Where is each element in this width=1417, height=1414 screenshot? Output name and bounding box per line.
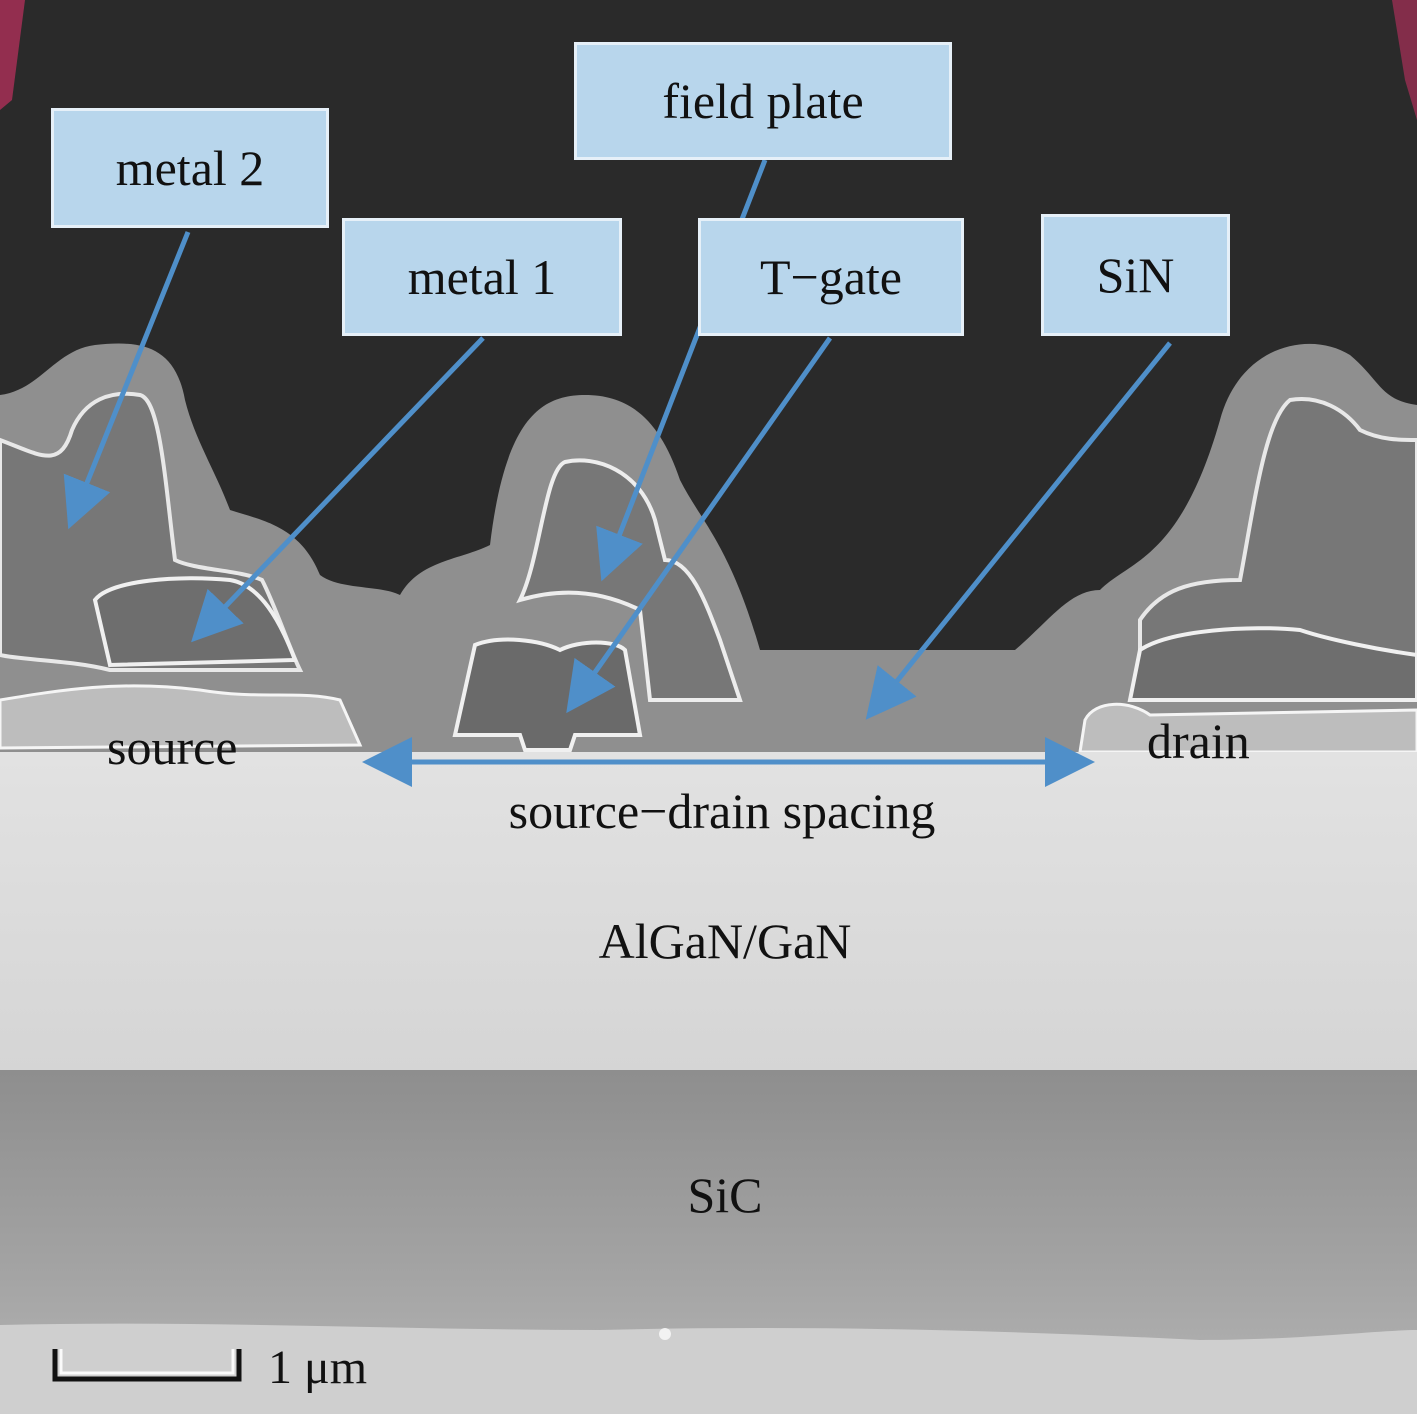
scale-bar-label: 1 μm (268, 1341, 368, 1394)
arrow-metal2 (63, 231, 191, 530)
callout-metal-1-text: metal 1 (407, 249, 557, 305)
label-sic: SiC (687, 1167, 763, 1223)
callout-t-gate: T−gate (698, 218, 964, 336)
arrow-metal1 (191, 336, 485, 643)
label-source-drain-spacing: source−drain spacing (508, 783, 936, 839)
source-contact (0, 684, 363, 750)
arrow-sin (865, 341, 1172, 720)
drain-contact (1078, 702, 1417, 754)
callout-sin: SiN (1041, 214, 1230, 336)
particle (659, 1328, 671, 1340)
substrate-lower-region (0, 1323, 1417, 1414)
metal1-right (1127, 626, 1417, 702)
sin-passivation-layer (0, 343, 1417, 760)
label-source: source (107, 719, 238, 775)
callout-field-plate-text: field plate (662, 73, 864, 129)
edge-highlight-right (1392, 0, 1417, 120)
edge-highlight (0, 0, 25, 110)
label-drain: drain (1147, 713, 1250, 769)
callout-t-gate-text: T−gate (759, 249, 903, 305)
callout-metal-1: metal 1 (342, 218, 622, 336)
scale-bar (52, 1349, 242, 1382)
callout-metal-2-text: metal 2 (115, 140, 265, 196)
callout-metal-2: metal 2 (51, 108, 329, 228)
label-algan-gan: AlGaN/GaN (598, 913, 852, 969)
metal2-right (1138, 397, 1417, 692)
callout-field-plate: field plate (574, 42, 952, 160)
arrow-t-gate (566, 336, 833, 714)
t-gate-shape (452, 637, 643, 752)
algan-gan-layer (0, 752, 1417, 1070)
callout-sin-text: SiN (1096, 247, 1175, 303)
